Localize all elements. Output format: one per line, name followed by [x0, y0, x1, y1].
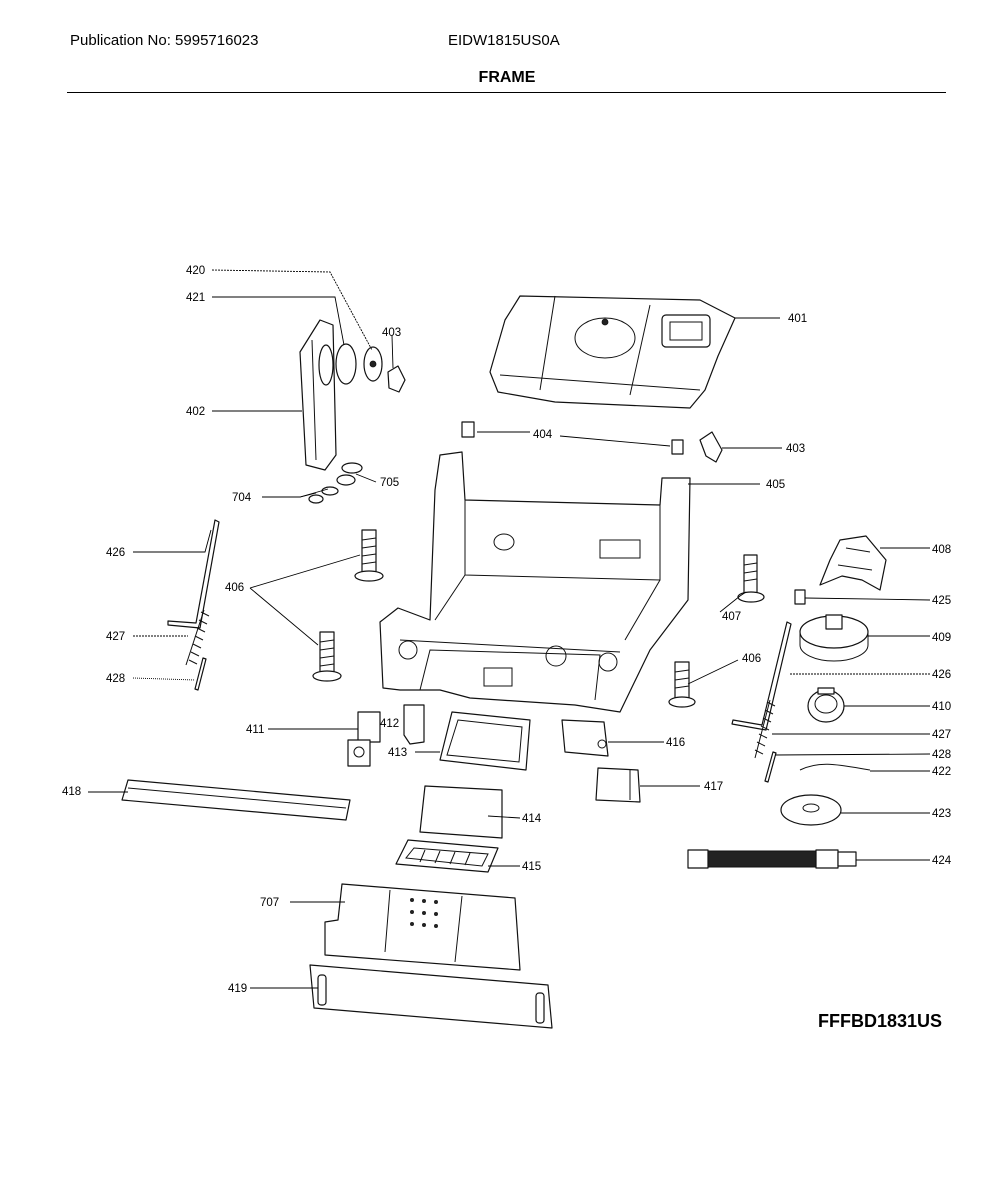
part-707-toe-panel — [324, 883, 521, 971]
callout-404: 404 — [533, 429, 553, 441]
callout-408: 408 — [932, 544, 951, 556]
part-423-disc — [780, 794, 842, 826]
part-406-leveling-leg-right — [668, 661, 696, 708]
callout-403: 403 — [786, 443, 805, 455]
callout-421: 421 — [186, 292, 205, 304]
publication-number: Publication No: 5995716023 — [70, 32, 259, 49]
callout-420: 420 — [186, 265, 205, 277]
callout-426: 426 — [932, 669, 951, 681]
part-426-rod-right — [731, 621, 792, 731]
callout-704: 704 — [232, 492, 252, 504]
callout-415: 415 — [522, 861, 541, 873]
callout-409: 409 — [932, 632, 951, 644]
part-704-705-seals — [308, 462, 363, 504]
callout-402: 402 — [186, 406, 205, 418]
callout-423: 423 — [932, 808, 951, 820]
header-divider — [67, 92, 946, 93]
callout-427: 427 — [932, 729, 951, 741]
part-406-leveling-leg-left-lower — [312, 631, 342, 682]
callout-406: 406 — [742, 653, 761, 665]
part-407-leveling-leg — [737, 554, 765, 603]
callout-410: 410 — [932, 701, 951, 713]
part-408-bracket — [819, 535, 887, 591]
part-413-control-board — [439, 711, 531, 771]
part-414-cover — [419, 785, 503, 839]
part-403-clip-upper — [387, 365, 406, 393]
part-406-leveling-leg-left-upper — [354, 529, 384, 582]
part-418-rail — [121, 779, 351, 821]
callout-414: 414 — [522, 813, 542, 825]
part-419-kick-plate — [309, 964, 553, 1029]
callout-424: 424 — [932, 855, 952, 867]
callout-425: 425 — [932, 595, 951, 607]
part-422-wire — [799, 763, 871, 771]
part-427-spring-right — [754, 699, 776, 759]
model-number: EIDW1815US0A — [448, 32, 560, 49]
callout-411: 411 — [246, 724, 264, 736]
part-417-box — [595, 767, 641, 803]
callout-416: 416 — [666, 737, 685, 749]
callout-417: 417 — [704, 781, 723, 793]
callout-427: 427 — [106, 631, 125, 643]
part-428-pin-right — [764, 751, 777, 783]
callout-707: 707 — [260, 897, 279, 909]
part-401-frame-top — [489, 295, 736, 409]
part-415-tray — [395, 839, 499, 873]
callout-405: 405 — [766, 479, 785, 491]
part-410-housing — [807, 687, 845, 723]
part-412-clip — [403, 704, 425, 745]
part-425-clip — [794, 589, 806, 605]
callout-407: 407 — [722, 611, 741, 623]
callout-418: 418 — [62, 786, 81, 798]
part-411-bracket — [347, 711, 381, 767]
part-424-drain-hose — [687, 849, 857, 869]
callout-413: 413 — [388, 747, 407, 759]
part-416-bracket — [561, 719, 609, 757]
part-426-rod-left — [167, 519, 220, 629]
callout-406: 406 — [225, 582, 244, 594]
part-409-float-disc — [799, 614, 869, 662]
callout-422: 422 — [932, 766, 951, 778]
callout-401: 401 — [788, 313, 807, 325]
callout-428: 428 — [106, 673, 125, 685]
callout-426: 426 — [106, 547, 125, 559]
diagram-code: FFFBD1831US — [818, 1011, 943, 1031]
callout-412: 412 — [380, 718, 399, 730]
part-427-spring-left — [185, 609, 210, 666]
callout-428: 428 — [932, 749, 951, 761]
part-428-pin-left — [194, 657, 207, 691]
part-404-clip — [461, 421, 684, 455]
callout-705: 705 — [380, 477, 399, 489]
callout-labels: 420 421 403 402 401 404 403 405 704 705 … — [62, 265, 952, 995]
section-title: FRAME — [478, 69, 536, 86]
part-402-side-assembly — [299, 319, 383, 471]
callout-403: 403 — [382, 327, 401, 339]
part-403-clip-right — [699, 431, 723, 463]
part-405-base-frame — [379, 451, 691, 713]
callout-419: 419 — [228, 983, 247, 995]
leader-lines — [88, 269, 931, 989]
